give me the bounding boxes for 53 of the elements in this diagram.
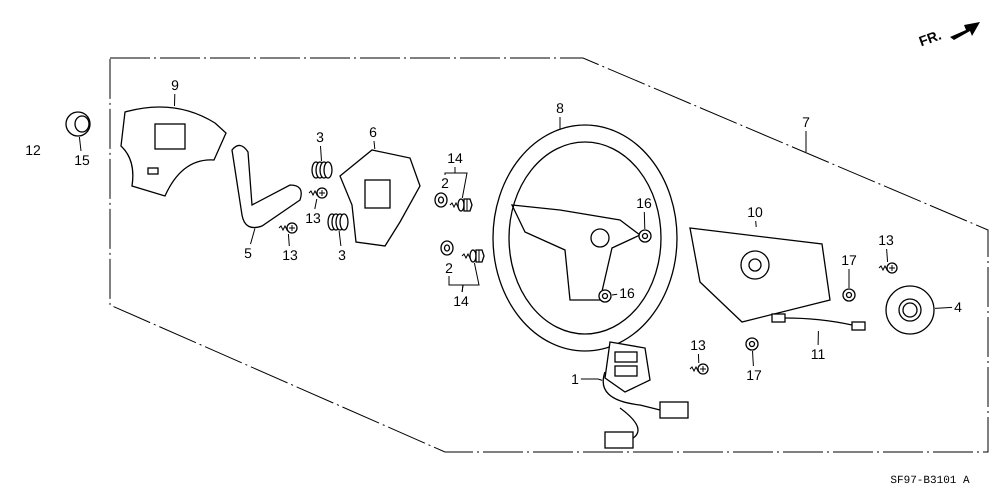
callout-number: 1 <box>571 372 579 386</box>
leader-line <box>78 136 82 152</box>
callout-number: 3 <box>316 130 324 144</box>
callout-number: 6 <box>369 125 377 139</box>
callout-number: 9 <box>171 78 179 92</box>
leader-line <box>848 268 850 288</box>
leader-line <box>934 306 953 309</box>
leader-line <box>174 94 176 106</box>
leader-line <box>886 248 888 262</box>
leader-line <box>338 230 342 246</box>
callout-number: 17 <box>841 253 857 267</box>
leader-line <box>314 198 318 210</box>
screw-drawing <box>308 187 328 199</box>
leader-line <box>612 294 618 296</box>
callout-number: 11 <box>810 347 826 361</box>
leader-line <box>444 166 456 176</box>
callout-number: 16 <box>636 196 652 210</box>
callout-number: 14 <box>453 294 469 308</box>
callout-number: 15 <box>74 153 90 167</box>
leader-line <box>288 234 290 246</box>
leader-line <box>320 146 322 162</box>
callout-number: 14 <box>447 151 463 165</box>
callout-number: 16 <box>619 286 635 300</box>
leader-line <box>580 378 603 381</box>
screw-drawing <box>278 222 298 234</box>
callout-number: 12 <box>25 143 41 157</box>
callout-number: 10 <box>747 205 763 219</box>
direction-label: FR. <box>917 28 943 48</box>
callout-number: 4 <box>954 300 962 314</box>
callout-number: 3 <box>338 248 346 262</box>
screw-drawing <box>878 262 898 274</box>
callout-number: 2 <box>445 261 453 275</box>
leader-line <box>250 228 256 245</box>
leader-line <box>698 354 700 364</box>
leader-line <box>644 212 646 230</box>
leader-line <box>448 276 464 292</box>
callout-number: 8 <box>556 101 564 115</box>
leader-line <box>818 330 819 346</box>
cap-drawing <box>65 111 91 137</box>
leader-line <box>752 350 754 366</box>
assembly-outline <box>110 58 988 452</box>
screw-drawing <box>690 363 709 375</box>
part-code: SF97-B3101 A <box>890 474 970 488</box>
callout-number: 7 <box>802 115 810 129</box>
callout-number: 17 <box>746 368 762 382</box>
callout-number: 13 <box>690 338 706 352</box>
callout-number: 5 <box>244 246 252 260</box>
leader-line <box>374 140 376 150</box>
callout-number: 2 <box>441 176 449 190</box>
callout-number: 13 <box>878 233 894 247</box>
callout-number: 13 <box>305 211 321 225</box>
callout-number: 13 <box>282 248 298 262</box>
leader-line <box>755 220 757 228</box>
